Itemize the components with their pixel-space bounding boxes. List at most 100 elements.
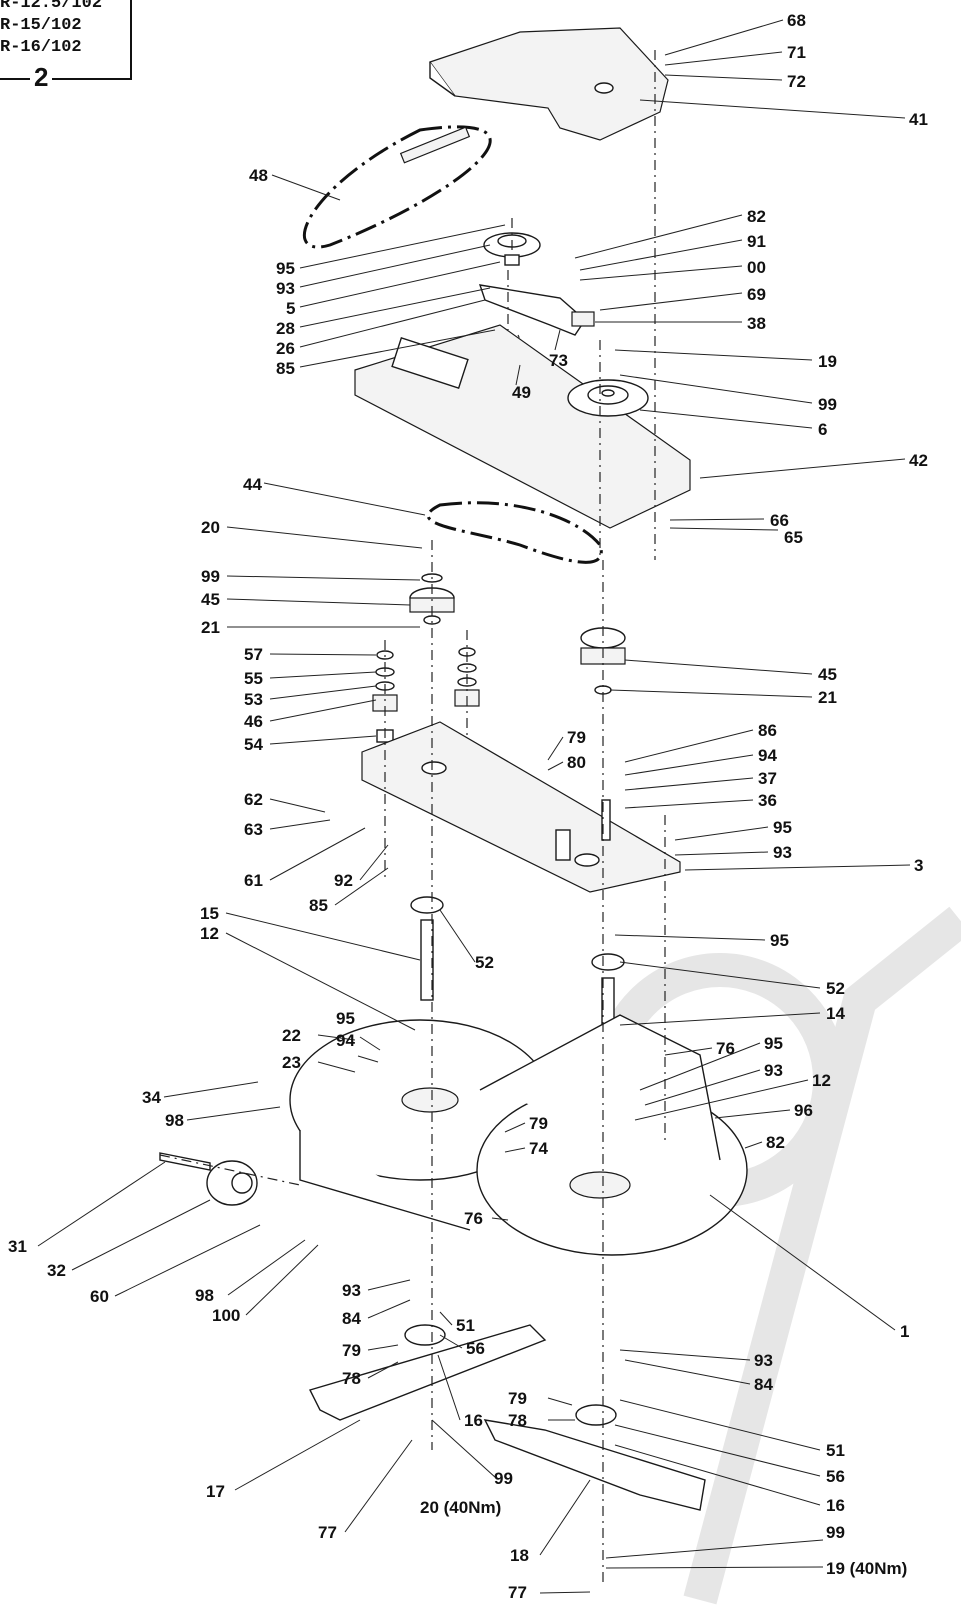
callout-93: 93 [773, 843, 792, 862]
callout-93: 93 [276, 279, 295, 298]
callout-56: 56 [826, 1467, 845, 1486]
callout-99: 99 [818, 395, 837, 414]
part-deck-housing [289, 1014, 748, 1256]
callout-94: 94 [336, 1031, 355, 1050]
callout-79: 79 [567, 728, 586, 747]
callout-12: 12 [200, 924, 219, 943]
callout-61: 61 [244, 871, 263, 890]
callout-19-40nm: 19 (40Nm) [826, 1559, 907, 1578]
callout-53: 53 [244, 690, 263, 709]
callout-92: 92 [334, 871, 353, 890]
callout-96: 96 [794, 1101, 813, 1120]
part-wheel [206, 1160, 258, 1206]
callout-73: 73 [549, 351, 568, 370]
callout-76: 76 [464, 1209, 483, 1228]
callout-labels: 68 71 72 41 48 82 91 00 69 38 95 93 5 28… [8, 11, 928, 1602]
callout-49: 49 [512, 383, 531, 402]
callout-52: 52 [475, 953, 494, 972]
callout-99: 99 [826, 1523, 845, 1542]
part-blade-right [483, 1419, 706, 1511]
assembly-axis-lines [159, 50, 666, 1585]
callout-23: 23 [282, 1053, 301, 1072]
callout-1: 1 [900, 1322, 909, 1341]
callout-00: 00 [747, 258, 766, 277]
leader-lines [37, 19, 911, 1594]
callout-95: 95 [764, 1034, 783, 1053]
callout-94: 94 [758, 746, 777, 765]
callout-84: 84 [754, 1375, 773, 1394]
callout-52: 52 [826, 979, 845, 998]
callout-15: 15 [200, 904, 219, 923]
callout-82: 82 [766, 1133, 785, 1152]
model-line: R-15/102 [0, 16, 82, 35]
callout-42: 42 [909, 451, 928, 470]
callout-16: 16 [826, 1496, 845, 1515]
callout-79: 79 [529, 1114, 548, 1133]
callout-3: 3 [914, 856, 923, 875]
callout-93: 93 [754, 1351, 773, 1370]
callout-46: 46 [244, 712, 263, 731]
callout-48: 48 [249, 166, 268, 185]
callout-28: 28 [276, 319, 295, 338]
callout-12: 12 [812, 1071, 831, 1090]
part-right-drive-pulley [580, 627, 626, 695]
callout-93: 93 [764, 1061, 783, 1080]
callout-91: 91 [747, 232, 766, 251]
callout-78: 78 [508, 1411, 527, 1430]
callout-66: 66 [770, 511, 789, 530]
callout-44: 44 [243, 475, 262, 494]
callout-79: 79 [508, 1389, 527, 1408]
callout-95: 95 [276, 259, 295, 278]
model-line: R-12.5/102 [0, 0, 103, 13]
callout-100: 100 [212, 1306, 240, 1325]
part-flange-right [575, 1404, 617, 1426]
callout-51: 51 [456, 1316, 475, 1335]
callout-99: 99 [494, 1469, 513, 1488]
callout-20: 20 [201, 518, 220, 537]
model-line: R-16/102 [0, 38, 82, 57]
callout-20-40nm: 20 (40Nm) [420, 1498, 501, 1517]
callout-77: 77 [508, 1583, 527, 1602]
part-block [571, 311, 595, 327]
callout-69: 69 [747, 285, 766, 304]
callout-56: 56 [466, 1339, 485, 1358]
callout-31: 31 [8, 1237, 27, 1256]
callout-22: 22 [282, 1026, 301, 1045]
callout-5: 5 [286, 299, 295, 318]
figure-number: 2 [30, 62, 53, 93]
callout-80: 80 [567, 753, 586, 772]
callout-45: 45 [201, 590, 220, 609]
callout-77: 77 [318, 1523, 337, 1542]
callout-55: 55 [244, 669, 263, 688]
callout-17: 17 [206, 1482, 225, 1501]
part-main-plate [361, 721, 681, 893]
callout-79: 79 [342, 1341, 361, 1360]
callout-78: 78 [342, 1369, 361, 1388]
callout-85: 85 [309, 896, 328, 915]
callout-37: 37 [758, 769, 777, 788]
model-header-box: R-12.5/102 R-15/102 R-16/102 [0, 0, 132, 80]
part-deck-top-plate [354, 324, 691, 529]
callout-84: 84 [342, 1309, 361, 1328]
part-belt-lower [426, 501, 603, 564]
callout-45: 45 [818, 665, 837, 684]
part-axle [159, 1152, 211, 1171]
callout-99: 99 [201, 567, 220, 586]
callout-85: 85 [276, 359, 295, 378]
callout-95: 95 [770, 931, 789, 950]
callout-65: 65 [784, 528, 803, 547]
callout-71: 71 [787, 43, 806, 62]
callout-98: 98 [195, 1286, 214, 1305]
part-belt-upper [303, 125, 492, 249]
part-top-cover [429, 27, 669, 141]
callout-6: 6 [818, 420, 827, 439]
callout-98: 98 [165, 1111, 184, 1130]
callout-63: 63 [244, 820, 263, 839]
callout-60: 60 [90, 1287, 109, 1306]
callout-95: 95 [773, 818, 792, 837]
callout-36: 36 [758, 791, 777, 810]
callout-86: 86 [758, 721, 777, 740]
part-flange-left [404, 1324, 446, 1346]
